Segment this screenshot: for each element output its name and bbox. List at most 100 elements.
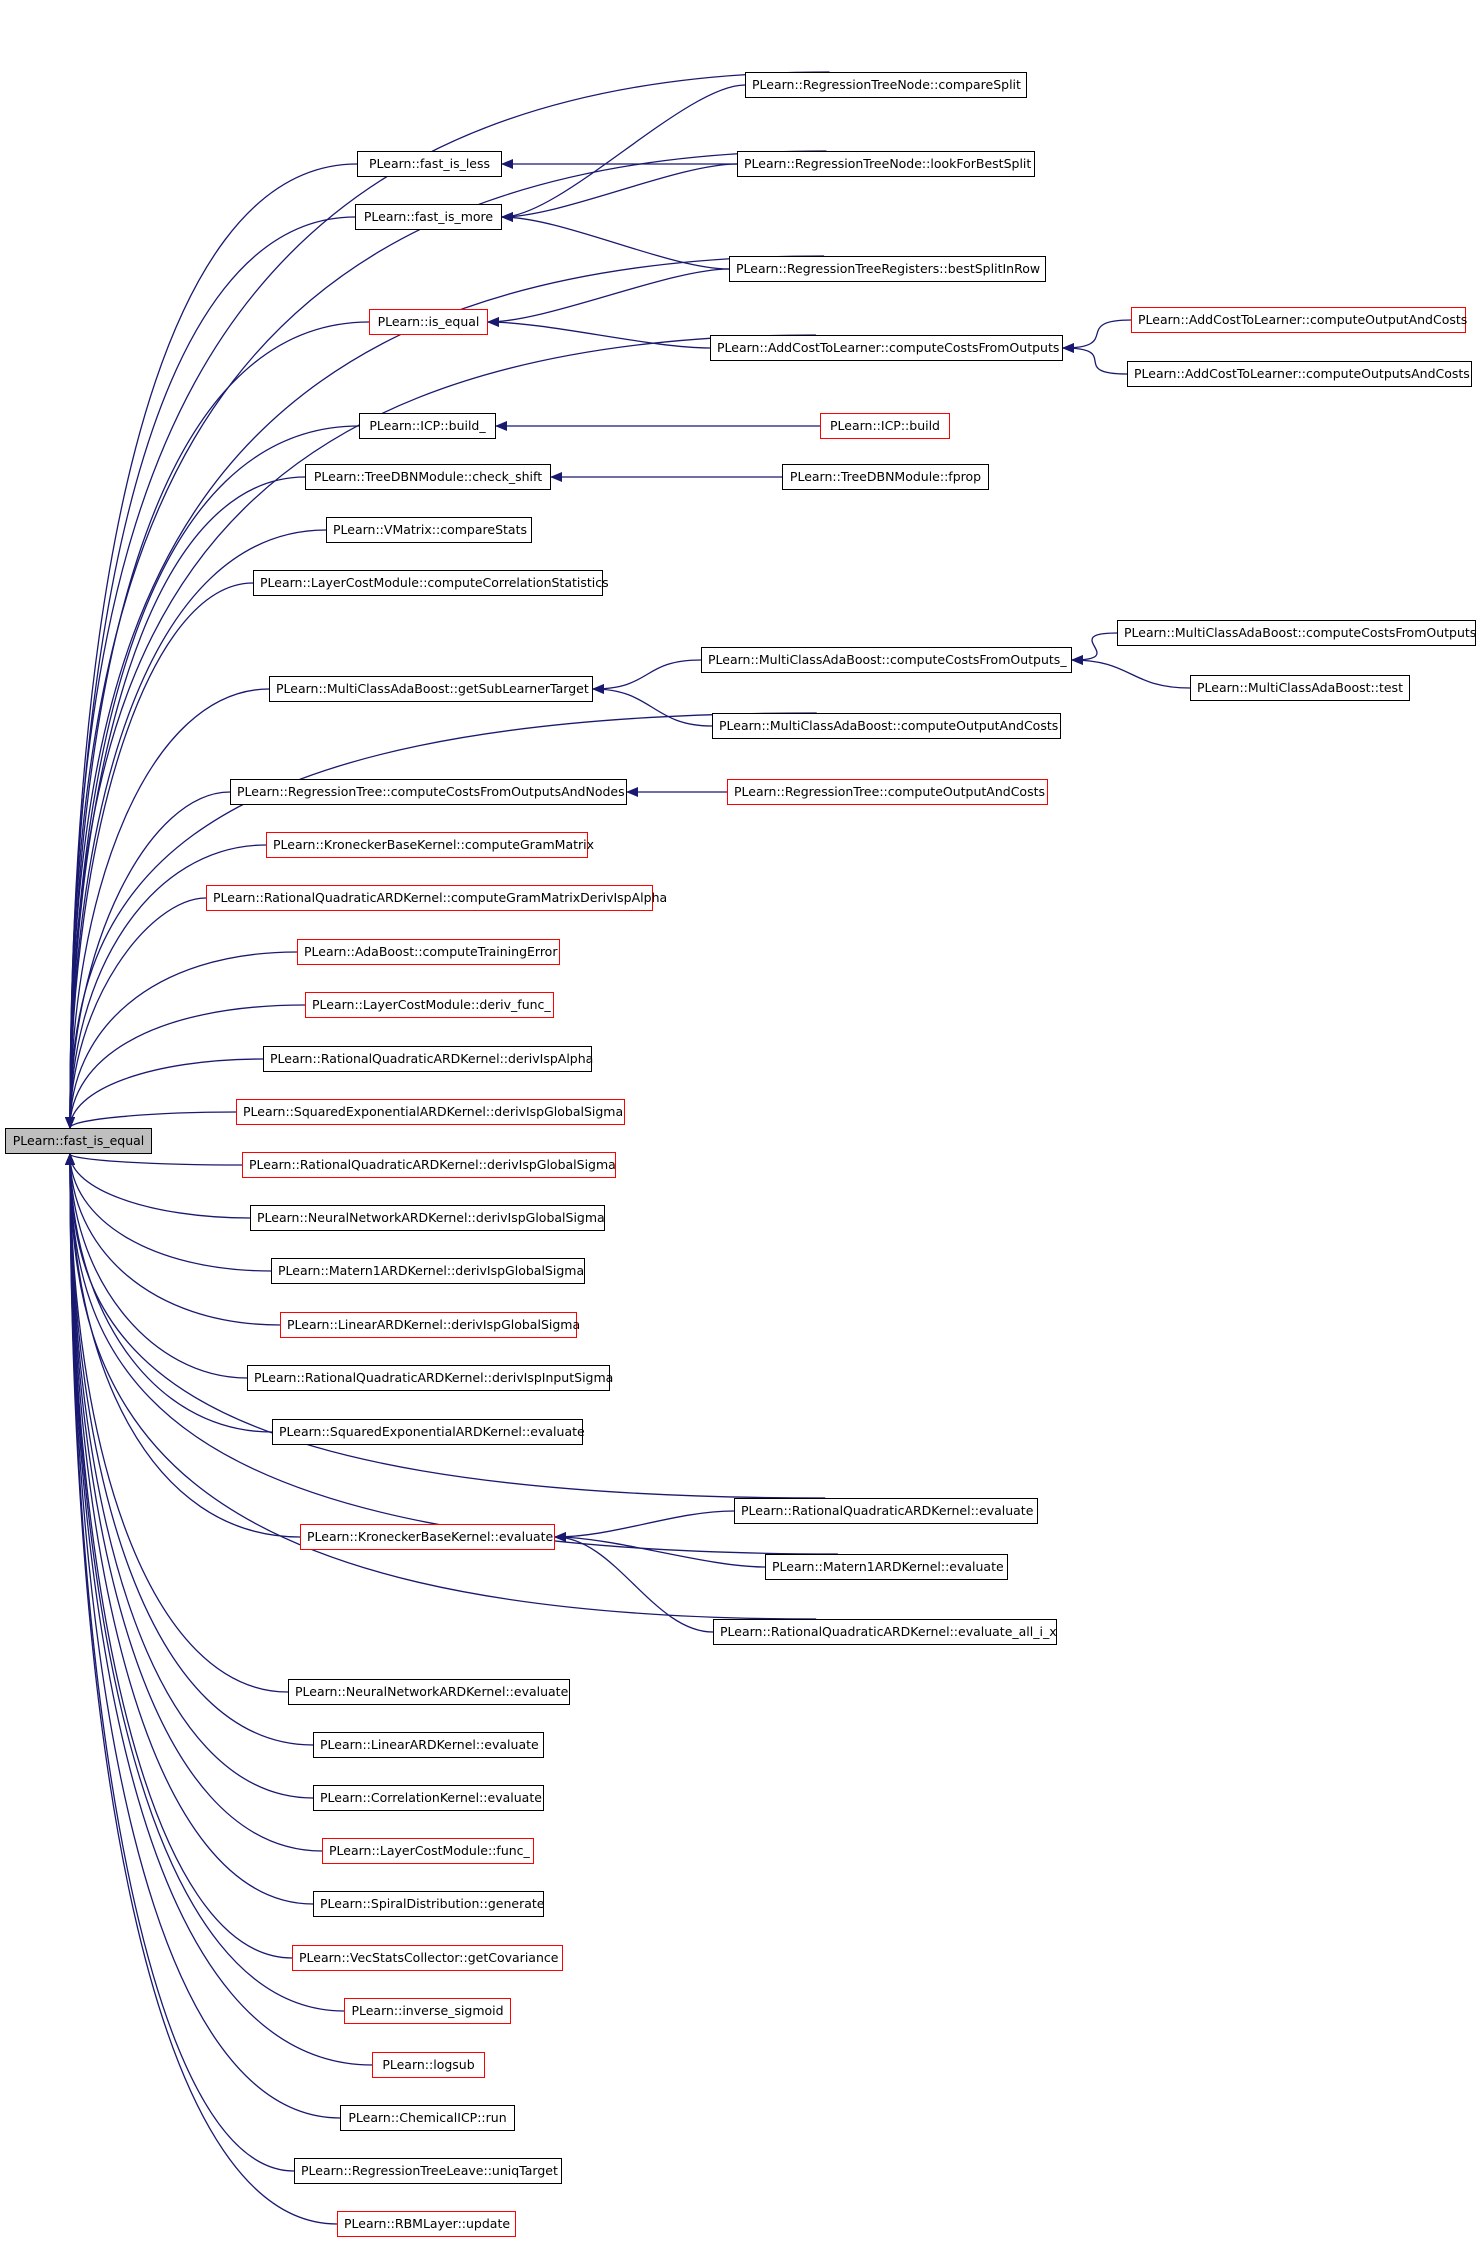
node-kbk-cgm[interactable]: PLearn::KroneckerBaseKernel::computeGram… [266,832,594,858]
edge-ICP_build_-to-fast-is-equal [65,425,360,1129]
edge-is_equal-to-fast-is-equal [65,321,370,1129]
node-m1ard-digs[interactable]: PLearn::Matern1ARDKernel::derivIspGlobal… [271,1258,585,1284]
node-treedbn-check-shift[interactable]: PLearn::TreeDBNModule::check_shift [305,464,551,490]
node-addcost-coac[interactable]: PLearn::AddCostToLearner::computeOutputA… [1131,307,1467,333]
node-icp-build-[interactable]: PLearn::ICP::build_ [359,413,496,439]
edge-AddCost_cCFO-to-is_equal [487,317,711,349]
edge-TreeDBN_check_shift-to-fast-is-equal [65,476,306,1129]
edge-LayerCost_deriv-to-fast-is-equal [65,1004,306,1129]
node-is-equal[interactable]: PLearn::is_equal [369,309,488,335]
edge-Corr_eval-to-fast-is-equal [65,1153,314,1799]
edge-LARD_dIGS-to-fast-is-equal [65,1153,281,1326]
edge-lookForBestSplit-to-fast_is_more [501,163,738,222]
edge-KBK_eval-to-fast-is-equal [65,1153,301,1538]
node-rqard-digs[interactable]: PLearn::RationalQuadraticARDKernel::deri… [242,1152,616,1178]
edge-fast_is_more-to-fast-is-equal [65,216,356,1129]
edge-KBK_cGM-to-fast-is-equal [65,844,267,1129]
edge-ChemICP_run-to-fast-is-equal [65,1153,341,2119]
edge-LayerCost_func-to-fast-is-equal [65,1153,323,1852]
node-vmatrix-comparestats[interactable]: PLearn::VMatrix::compareStats [326,517,532,543]
edge-MCAB_cOAC-to-MCAB_getSub [592,684,713,727]
edge-RQARD_eval-to-KBK_eval [554,1510,735,1542]
edge-AddCost_cOAC-to-AddCost_cCFO [1062,319,1132,353]
edge-bestSplitInRow-to-is_equal [487,268,730,327]
node-rqard-diis[interactable]: PLearn::RationalQuadraticARDKernel::deri… [247,1365,613,1391]
edge-M1ARD_dIGS-to-fast-is-equal [65,1153,272,1272]
node-lard-eval[interactable]: PLearn::LinearARDKernel::evaluate [313,1732,544,1758]
node-rqard-dia[interactable]: PLearn::RationalQuadraticARDKernel::deri… [263,1046,593,1072]
node-nnard-digs[interactable]: PLearn::NeuralNetworkARDKernel::derivIsp… [250,1205,605,1231]
node-vecstats-getcov[interactable]: PLearn::VecStatsCollector::getCovariance [292,1945,563,1971]
node-kbk-eval[interactable]: PLearn::KroneckerBaseKernel::evaluate [300,1524,555,1550]
edge-RQARD_eval_all-to-fast-is-equal [65,1153,817,1620]
node-m1ard-eval[interactable]: PLearn::Matern1ARDKernel::evaluate [765,1554,1008,1580]
edge-AddCost_cOsAC-to-AddCost_cCFO [1062,343,1128,375]
node-fast-is-equal[interactable]: PLearn::fast_is_equal [5,1128,152,1154]
node-seard-eval[interactable]: PLearn::SquaredExponentialARDKernel::eva… [272,1419,585,1445]
edge-MCAB_cOAC-to-fast-is-equal [65,712,817,1129]
node-adaboost-cte[interactable]: PLearn::AdaBoost::computeTrainingError [297,939,560,965]
node-lookforbestsplit[interactable]: PLearn::RegressionTreeNode::lookForBestS… [737,151,1035,177]
node-mcab-test[interactable]: PLearn::MultiClassAdaBoost::test [1190,675,1410,701]
node-treedbn-fprop[interactable]: PLearn::TreeDBNModule::fprop [782,464,989,490]
edge-RT_cCFOAN-to-fast-is-equal [65,791,231,1129]
node-fast-is-more[interactable]: PLearn::fast_is_more [355,204,502,230]
edge-RQARD_eval_all-to-KBK_eval [554,1532,714,1633]
edge-RQARD_dIGS-to-fast-is-equal [65,1153,243,1166]
edge-MCAB_getSub-to-fast-is-equal [65,688,270,1129]
edge-NNARD_eval-to-fast-is-equal [65,1153,289,1693]
node-nnard-eval[interactable]: PLearn::NeuralNetworkARDKernel::evaluate [288,1679,570,1705]
edge-RQARD_dIA-to-fast-is-equal [65,1058,264,1129]
node-chemicp-run[interactable]: PLearn::ChemicalICP::run [340,2105,515,2131]
edge-SEARD_eval-to-fast-is-equal [65,1153,273,1433]
node-rqard-cgmdia[interactable]: PLearn::RationalQuadraticARDKernel::comp… [206,885,667,911]
node-rt-coac[interactable]: PLearn::RegressionTree::computeOutputAnd… [727,779,1048,805]
edge-logsub-to-fast-is-equal [65,1153,373,2066]
node-bestsplitinrow[interactable]: PLearn::RegressionTreeRegisters::bestSpl… [729,256,1046,282]
node-addcost-cosac[interactable]: PLearn::AddCostToLearner::computeOutputs… [1127,361,1472,387]
edge-AdaBoost_cTE-to-fast-is-equal [65,951,298,1129]
node-seard-digs[interactable]: PLearn::SquaredExponentialARDKernel::der… [236,1099,625,1125]
node-rqard-eval-all[interactable]: PLearn::RationalQuadraticARDKernel::eval… [713,1619,1057,1645]
node-layercost-func[interactable]: PLearn::LayerCostModule::func_ [322,1838,534,1864]
edge-VMatrix_compareStats-to-fast-is-equal [65,529,327,1129]
edge-VecStats_getCov-to-fast-is-equal [65,1153,293,1959]
edge-Spiral_gen-to-fast-is-equal [65,1153,314,1905]
node-icp-build[interactable]: PLearn::ICP::build [820,413,950,439]
node-fast-is-less[interactable]: PLearn::fast_is_less [357,151,502,177]
node-layercost-deriv[interactable]: PLearn::LayerCostModule::deriv_func_ [305,992,554,1018]
node-mcab-coac[interactable]: PLearn::MultiClassAdaBoost::computeOutpu… [712,713,1061,739]
edge-lookForBestSplit-to-fast-is-equal [65,150,827,1129]
node-rt-ccfoan[interactable]: PLearn::RegressionTree::computeCostsFrom… [230,779,627,805]
edge-bestSplitInRow-to-fast_is_more [501,212,730,270]
node-rbm-update[interactable]: PLearn::RBMLayer::update [337,2211,516,2237]
edge-M1ARD_eval-to-fast-is-equal [65,1153,838,1555]
edge-M1ARD_eval-to-KBK_eval [554,1532,766,1568]
edge-RBM_update-to-fast-is-equal [65,1153,338,2225]
edge-LARD_eval-to-fast-is-equal [65,1153,314,1746]
edge-inverse_sigmoid-to-fast-is-equal [65,1153,345,2012]
edge-RQARD_cGMDIA-to-fast-is-equal [65,897,207,1129]
node-rqard-eval[interactable]: PLearn::RationalQuadraticARDKernel::eval… [734,1498,1038,1524]
edge-RQARD_dIIS-to-fast-is-equal [65,1153,248,1379]
edge-compareSplit-to-fast-is-equal [65,71,830,1129]
edge-SEARD_dIGS-to-fast-is-equal [65,1111,237,1129]
node-inverse-sigmoid[interactable]: PLearn::inverse_sigmoid [344,1998,511,2024]
node-corr-eval[interactable]: PLearn::CorrelationKernel::evaluate [313,1785,544,1811]
node-comparesplit[interactable]: PLearn::RegressionTreeNode::compareSplit [745,72,1027,98]
edge-NNARD_dIGS-to-fast-is-equal [65,1153,251,1219]
edge-MCAB_test-to-MCAB_cCFO_ [1071,655,1191,689]
node-rtleave-uniq[interactable]: PLearn::RegressionTreeLeave::uniqTarget [294,2158,562,2184]
node-layercost-ccs[interactable]: PLearn::LayerCostModule::computeCorrelat… [253,570,609,596]
node-spiral-gen[interactable]: PLearn::SpiralDistribution::generate [313,1891,545,1917]
node-mcab-getsub[interactable]: PLearn::MultiClassAdaBoost::getSubLearne… [269,676,593,702]
node-addcost-ccfo[interactable]: PLearn::AddCostToLearner::computeCostsFr… [710,335,1063,361]
node-mcab-ccfo-[interactable]: PLearn::MultiClassAdaBoost::computeCosts… [701,647,1072,673]
edge-MCAB_cCFO_public-to-MCAB_cCFO_ [1071,632,1118,665]
node-mcab-ccfo-public[interactable]: PLearn::MultiClassAdaBoost::computeCosts… [1117,620,1476,646]
node-lard-digs[interactable]: PLearn::LinearARDKernel::derivIspGlobalS… [280,1312,580,1338]
edge-RTLeave_uniq-to-fast-is-equal [65,1153,295,2172]
node-logsub[interactable]: PLearn::logsub [372,2052,485,2078]
